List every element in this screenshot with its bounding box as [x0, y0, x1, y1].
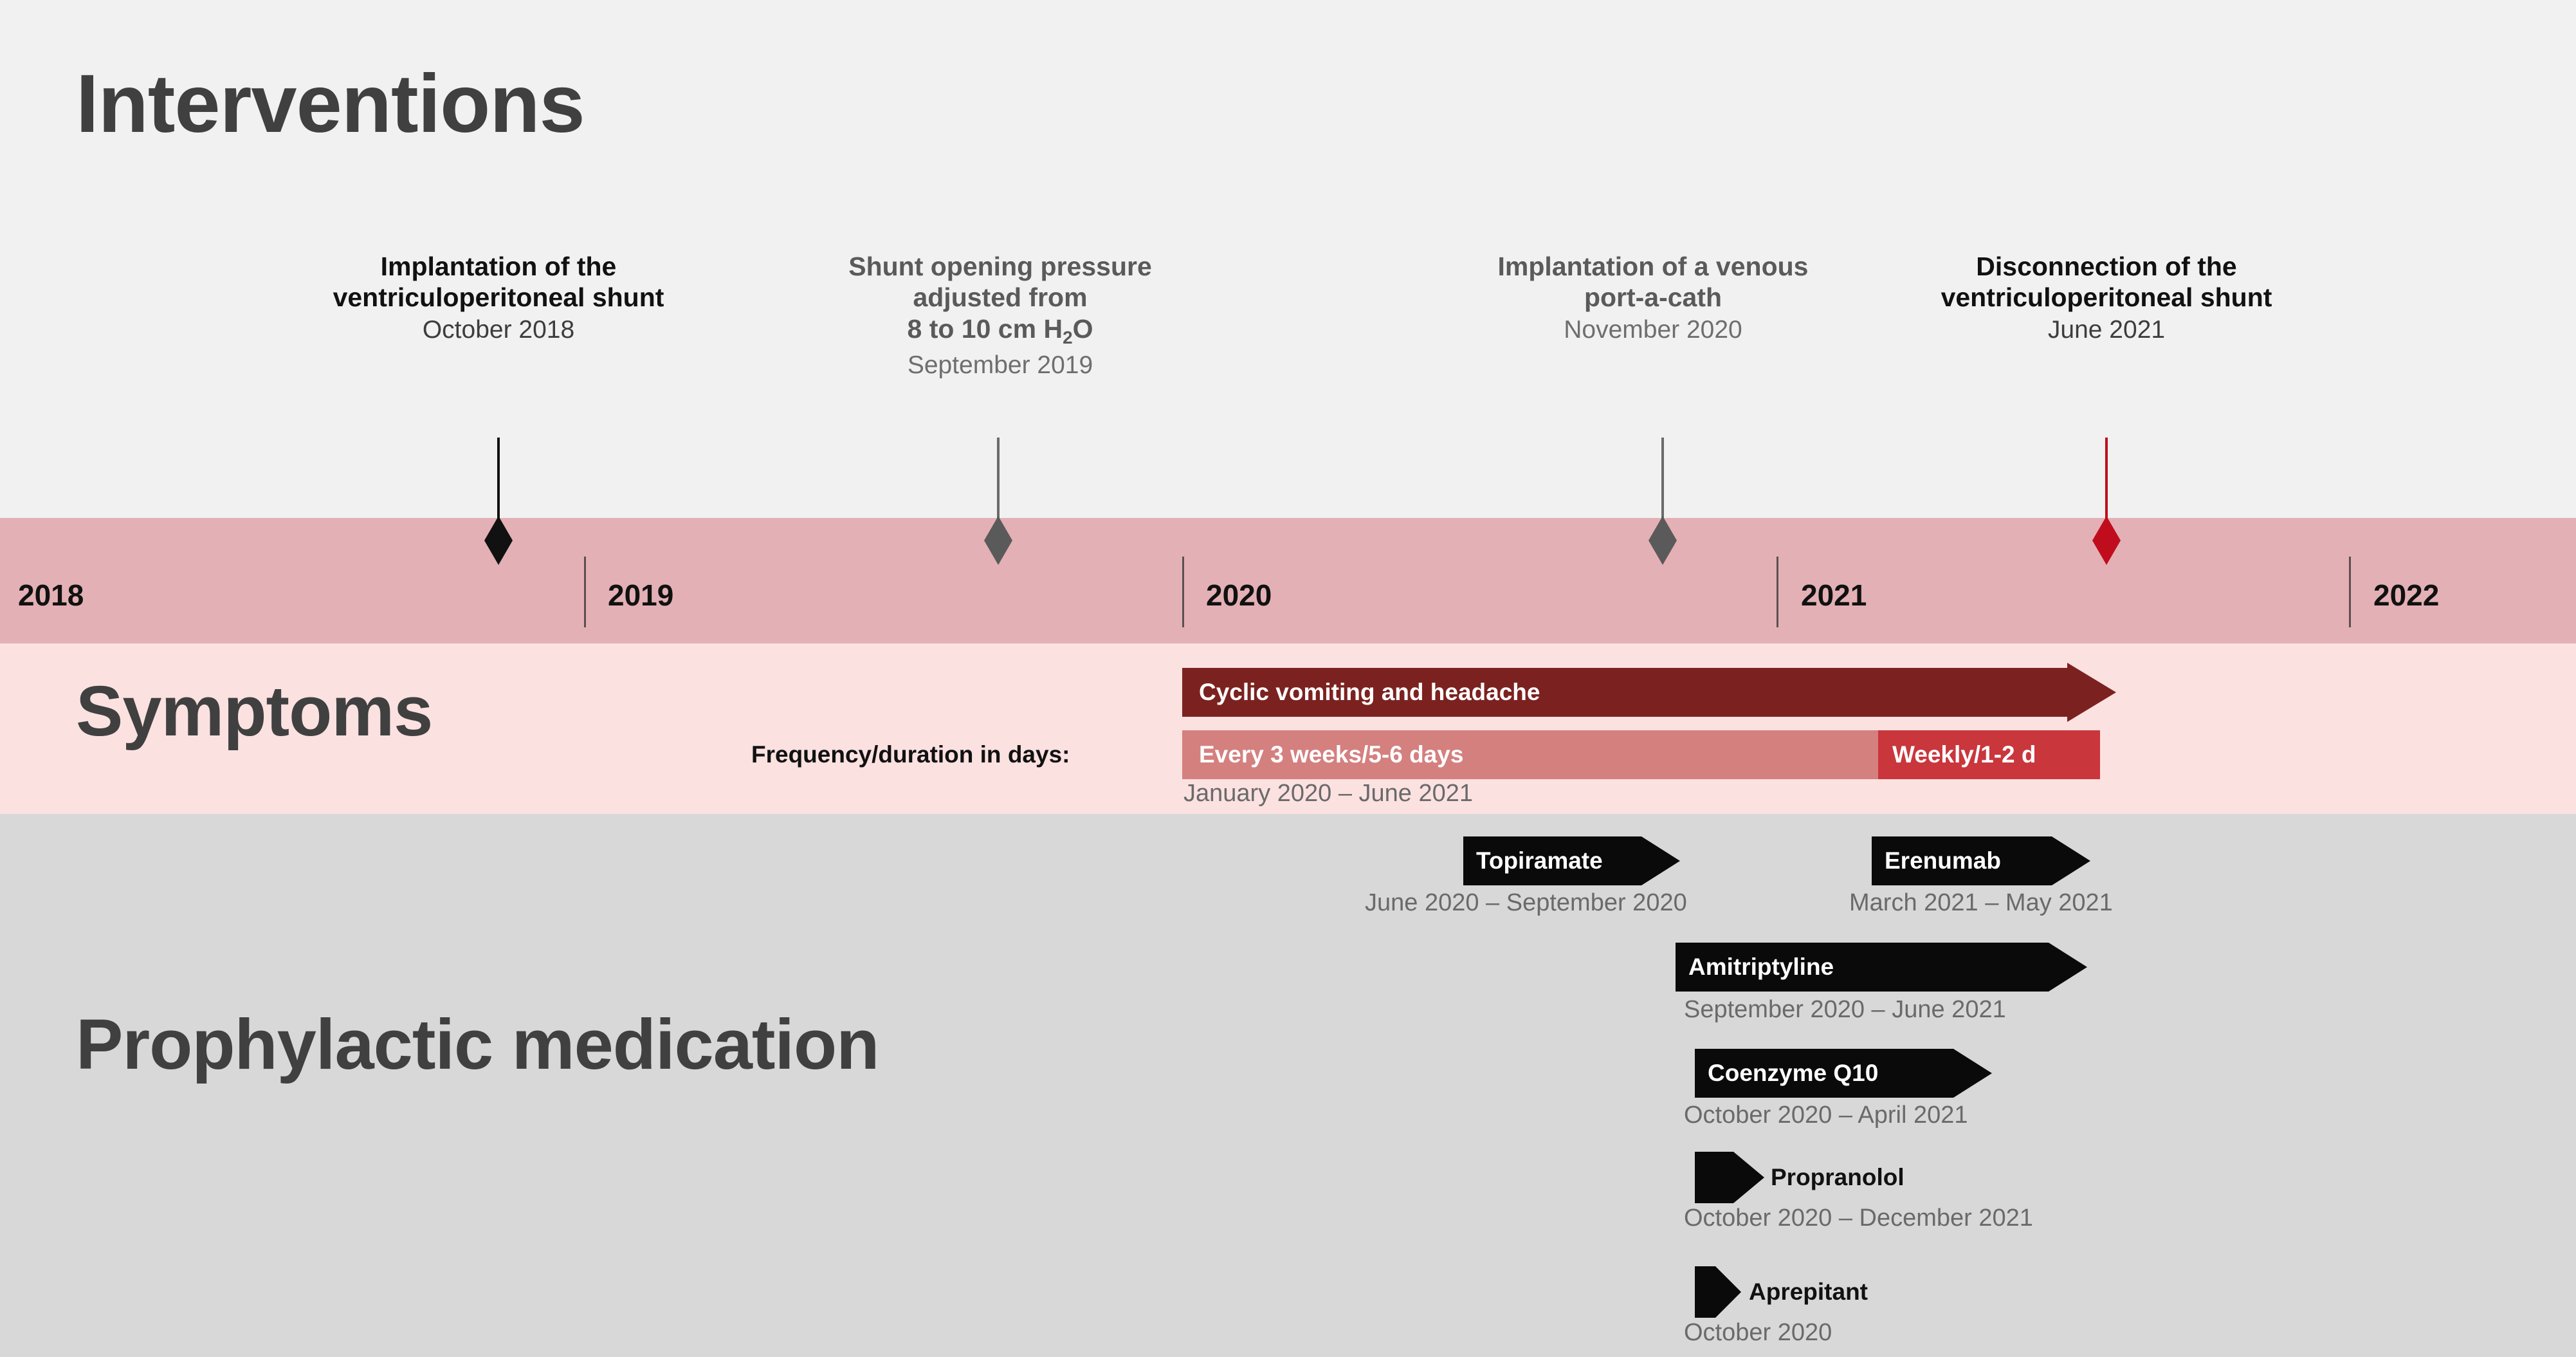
medication-caption-erenumab: March 2021 – May 2021: [1849, 889, 2113, 916]
year-label-2020: 2020: [1206, 578, 1272, 612]
symptoms-heading: Symptoms: [76, 672, 433, 751]
symptom-date-caption: January 2020 – June 2021: [1183, 780, 1474, 807]
intervention-title-3: Implantation of a venous port-a-cath: [1497, 252, 1809, 313]
intervention-title-2-line3-pre: 8 to 10 cm H: [907, 313, 1063, 344]
marker-stem-3: [1661, 438, 1664, 540]
year-tick-2021: [1777, 557, 1778, 627]
year-tick-2020: [1182, 557, 1184, 627]
medication-caption-aprepitant: October 2020: [1684, 1319, 1832, 1346]
marker-diamond-1: [484, 516, 513, 565]
intervention-annotation-3: Implantation of a venous port-a-cath Nov…: [1489, 251, 1817, 345]
symptom-main-arrow-label: Cyclic vomiting and headache: [1199, 679, 1540, 705]
intervention-title-2-subscript: 2: [1063, 327, 1073, 347]
intervention-title-2: Shunt opening pressure adjusted from 8 t…: [801, 251, 1200, 349]
marker-stem-2: [997, 438, 1000, 540]
intervention-title-2-line2: adjusted from: [913, 282, 1088, 313]
frequency-duration-label: Frequency/duration in days:: [751, 741, 1070, 768]
medication-label-coenzyme-q10: Coenzyme Q10: [1708, 1060, 1879, 1086]
marker-diamond-2: [984, 516, 1012, 565]
medication-label-amitriptyline: Amitriptyline: [1688, 954, 1834, 980]
year-label-2021: 2021: [1801, 578, 1867, 612]
symptom-frequency-segment-1: Every 3 weeks/5-6 days: [1182, 730, 1878, 779]
marker-diamond-4: [2092, 516, 2121, 565]
intervention-marker-4: [2087, 438, 2126, 565]
medication-arrow-erenumab: Erenumab: [1872, 836, 2090, 885]
medication-label-topiramate: Topiramate: [1476, 847, 1603, 874]
medication-caption-propranolol: October 2020 – December 2021: [1684, 1205, 2033, 1232]
medication-arrow-coenzyme-q10: Coenzyme Q10: [1695, 1049, 1992, 1098]
medication-caption-topiramate: June 2020 – September 2020: [1365, 889, 1687, 916]
intervention-title-2-line3-post: O: [1072, 313, 1093, 344]
medication-label-erenumab: Erenumab: [1885, 847, 2001, 874]
year-tick-2022: [2349, 557, 2351, 627]
medication-label-aprepitant: Aprepitant: [1749, 1279, 1868, 1305]
medication-arrow-topiramate: Topiramate: [1463, 836, 1680, 885]
intervention-date-3: November 2020: [1564, 315, 1742, 344]
medication-arrow-propranolol: Propranolol: [1695, 1152, 1905, 1203]
marker-stem-4: [2105, 438, 2108, 540]
interventions-band: [0, 0, 2576, 518]
intervention-title-1: Implantation of the ventriculoperitoneal…: [333, 252, 664, 313]
medication-heading: Prophylactic medication: [76, 1005, 879, 1084]
intervention-title-4: Disconnection of the ventriculoperitonea…: [1941, 252, 2272, 313]
medication-band: [0, 814, 2576, 1357]
intervention-title-2-line1: Shunt opening pressure: [848, 252, 1152, 281]
timeline-band: [0, 518, 2576, 643]
marker-diamond-3: [1649, 516, 1677, 565]
symptom-frequency-label-2: Weekly/1-2 d: [1892, 741, 2036, 768]
symptom-frequency-label-1: Every 3 weeks/5-6 days: [1199, 741, 1464, 768]
medication-label-propranolol: Propranolol: [1771, 1164, 1905, 1190]
intervention-annotation-2: Shunt opening pressure adjusted from 8 t…: [801, 251, 1200, 380]
intervention-date-2: September 2019: [907, 351, 1093, 379]
symptom-frequency-segment-2: Weekly/1-2 d: [1878, 730, 2100, 779]
intervention-marker-2: [979, 438, 1018, 565]
intervention-annotation-1: Implantation of the ventriculoperitoneal…: [309, 251, 688, 345]
medication-arrow-amitriptyline: Amitriptyline: [1676, 943, 2087, 992]
year-label-2019: 2019: [608, 578, 674, 612]
symptom-main-arrow: Cyclic vomiting and headache: [1182, 663, 2116, 722]
intervention-date-4: June 2021: [2047, 315, 2166, 344]
year-tick-2019: [584, 557, 586, 627]
medication-caption-amitriptyline: September 2020 – June 2021: [1684, 996, 2006, 1023]
intervention-date-1: October 2018: [422, 315, 575, 344]
intervention-marker-3: [1643, 438, 1682, 565]
medication-arrow-aprepitant: Aprepitant: [1695, 1266, 1868, 1318]
interventions-heading: Interventions: [76, 58, 585, 150]
medication-caption-coenzyme-q10: October 2020 – April 2021: [1684, 1102, 1968, 1129]
marker-stem-1: [497, 438, 500, 540]
year-label-2022: 2022: [2373, 578, 2440, 612]
year-label-2018: 2018: [18, 578, 84, 612]
intervention-annotation-4: Disconnection of the ventriculoperitonea…: [1901, 251, 2312, 345]
intervention-marker-1: [479, 438, 518, 565]
